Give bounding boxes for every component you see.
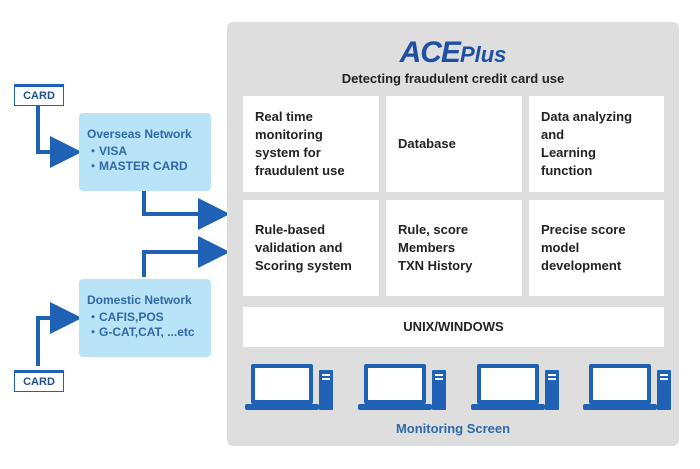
monitoring-screen-label: Monitoring Screen (395, 421, 511, 436)
aceplus-system-panel: ACEPlus Detecting fraudulent credit card… (227, 22, 679, 446)
module-line: monitoring (255, 127, 323, 142)
overseas-item: ・VISA (87, 144, 128, 158)
logo-sub: Plus (459, 42, 507, 67)
domestic-item: ・G-CAT,CAT, ...etc (87, 325, 195, 339)
overseas-item: ・MASTER CARD (87, 159, 188, 173)
domestic-item: ・CAFIS,POS (87, 310, 164, 324)
computer-icon (245, 364, 333, 410)
system-subtitle: Detecting fraudulent credit card use (341, 71, 565, 86)
module-line: fraudulent use (255, 163, 345, 178)
module-rule-score-history: Rule, score Members TXN History (386, 200, 522, 296)
domestic-network-box: Domestic Network ・CAFIS,POS ・G-CAT,CAT, … (79, 279, 211, 357)
module-line: Real time (255, 109, 313, 124)
module-line: function (541, 163, 593, 178)
platform-bar: UNIX/WINDOWS (243, 307, 664, 347)
module-database: Database (386, 96, 522, 192)
computer-icon (471, 364, 559, 410)
module-line: Data analyzing (541, 109, 633, 124)
module-line: Database (398, 136, 456, 151)
module-line: system for (255, 145, 321, 160)
module-line: Learning (541, 145, 596, 160)
arrow-card-to-overseas (36, 104, 82, 168)
module-precise-score-model: Precise score model development (529, 200, 664, 296)
module-line: Scoring system (255, 258, 352, 273)
module-data-analyzing: Data analyzing and Learning function (529, 96, 664, 192)
overseas-network-title: Overseas Network (87, 127, 192, 141)
overseas-network-box: Overseas Network ・VISA ・MASTER CARD (79, 113, 211, 191)
domestic-network-title: Domestic Network (87, 293, 192, 307)
module-line: Rule-based (255, 222, 326, 237)
module-rule-based-validation: Rule-based validation and Scoring system (243, 200, 379, 296)
module-line: and (541, 127, 565, 142)
module-line: TXN History (398, 258, 473, 273)
arrow-overseas-to-system (142, 190, 230, 230)
module-line: Precise score (541, 222, 626, 237)
arrow-card-to-domestic (36, 302, 82, 366)
aceplus-logo: ACEPlus (227, 36, 679, 70)
logo-main: ACE (399, 36, 461, 69)
module-line: validation and (255, 240, 343, 255)
card-top: CARD (14, 84, 64, 106)
module-line: Rule, score (398, 222, 469, 237)
arrow-domestic-to-system (142, 236, 230, 277)
card-bottom: CARD (14, 370, 64, 392)
module-line: development (541, 258, 622, 273)
module-line: Members (398, 240, 456, 255)
computer-icon (358, 364, 446, 410)
module-line: model (541, 240, 580, 255)
computer-icon (583, 364, 671, 410)
module-realtime-monitoring: Real time monitoring system for fraudule… (243, 96, 379, 192)
